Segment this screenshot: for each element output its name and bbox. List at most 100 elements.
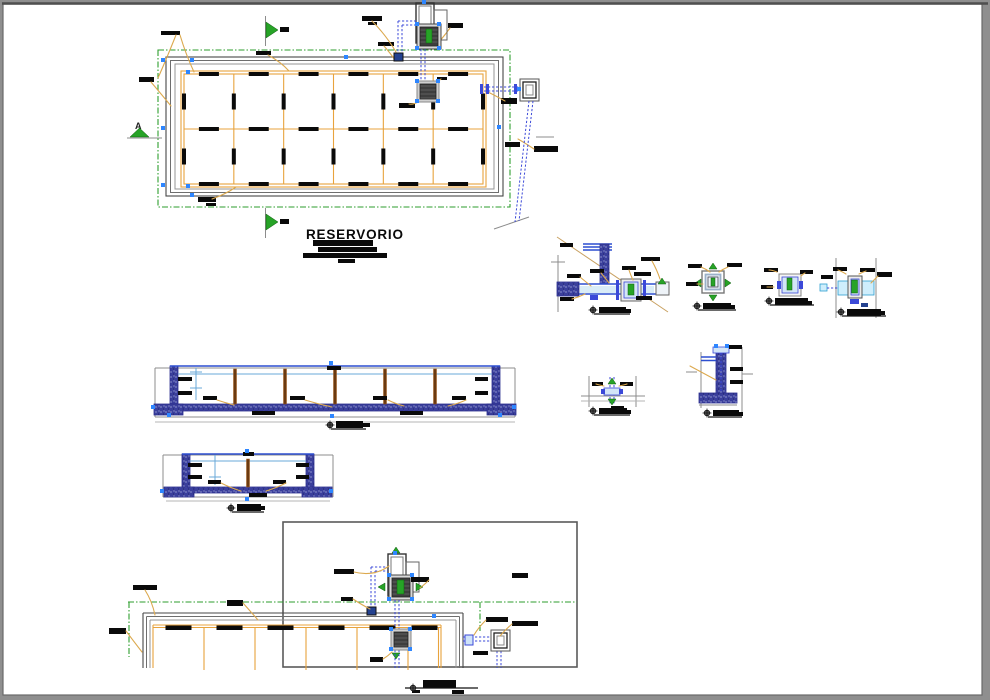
- annotation-bar: [243, 452, 254, 456]
- annotation-bar: [336, 421, 363, 428]
- dimension-node: [186, 70, 190, 74]
- dimension-node: [167, 413, 171, 417]
- annotation-bar: [252, 411, 275, 415]
- rebar-tick: [231, 148, 236, 165]
- leader-line: [371, 20, 397, 53]
- rebar-tick: [331, 93, 336, 110]
- annotation-bar: [370, 657, 383, 662]
- rebar-tick: [381, 148, 386, 165]
- dimension-node: [161, 183, 165, 187]
- dimension-node: [437, 46, 441, 50]
- annotation-bar: [139, 77, 154, 82]
- break-line: [493, 216, 530, 230]
- rebar-tick: [216, 625, 243, 630]
- annotation-bar: [599, 307, 626, 313]
- rebar-tick: [165, 625, 192, 630]
- dimension-node: [415, 46, 419, 50]
- annotation-bar: [206, 203, 216, 206]
- leader-line: [157, 34, 177, 79]
- leader-line: [517, 138, 535, 150]
- leader-line: [150, 81, 172, 107]
- rebar-tick: [448, 72, 469, 76]
- annotation-bar: [806, 301, 812, 305]
- annotation-bar: [303, 253, 387, 258]
- property-boundary-dashed: [157, 49, 511, 208]
- annotation-bar: [877, 272, 892, 277]
- dimension-node: [725, 344, 729, 348]
- leader-line: [837, 269, 847, 275]
- flow-marker-icon: [607, 398, 617, 406]
- annotation-bar: [729, 305, 735, 309]
- annotation-bar: [727, 263, 742, 267]
- dimension-node: [393, 551, 397, 555]
- rebar-tick: [298, 182, 319, 186]
- rebar-tick: [198, 72, 219, 76]
- axis-cross: [551, 255, 565, 269]
- column: [246, 458, 250, 488]
- pipe-node: [819, 283, 828, 292]
- left-wall-hatch: [169, 365, 179, 405]
- annotation-bar: [475, 377, 488, 381]
- leader-line: [628, 269, 634, 281]
- pipe-flange: [514, 84, 517, 94]
- rebar-tick: [281, 93, 286, 110]
- annotation-bar: [800, 270, 813, 274]
- column: [283, 368, 287, 405]
- grid-lines: [203, 627, 409, 670]
- level-dimension: [190, 368, 202, 400]
- annotation-bar: [729, 345, 742, 349]
- outer-wall-line: [165, 56, 504, 197]
- dimension-node: [161, 126, 165, 130]
- sleeve-box: [603, 387, 621, 396]
- valve-box-inner: [393, 631, 409, 648]
- annotation-bar: [703, 303, 731, 309]
- leader-line: [689, 365, 717, 381]
- annotation-bar: [879, 311, 885, 315]
- annotation-bar: [534, 146, 558, 152]
- flow-marker-icon: [657, 277, 667, 285]
- pipe-dashed: [420, 49, 426, 81]
- annotation-bar: [313, 240, 373, 246]
- pipe-dashed: [463, 636, 502, 668]
- pipe-stub: [861, 303, 868, 307]
- rebar-tick: [318, 625, 345, 630]
- base-slab-hatch: [189, 486, 307, 494]
- annotation-bar: [625, 410, 631, 414]
- rebar-tick: [381, 93, 386, 110]
- chamber-mid: [522, 81, 537, 99]
- annotation-bar: [423, 680, 456, 688]
- detail-pipe-crossing: [581, 376, 645, 416]
- right-footing-hatch: [301, 486, 333, 498]
- detail-wall-corner: [686, 344, 753, 418]
- dimension-node: [387, 573, 391, 577]
- dimension-node: [344, 55, 348, 59]
- pipe-flange: [601, 389, 605, 394]
- section-marker-letter: A: [135, 121, 142, 131]
- rebar-tick: [231, 93, 236, 110]
- annotation-bar: [599, 408, 627, 414]
- annotation-bar: [847, 309, 881, 316]
- pipe-flange: [777, 281, 781, 289]
- diagonal-pipe-dashed: [514, 100, 534, 223]
- valve-icon: [425, 28, 433, 44]
- pipe-flange: [799, 281, 803, 289]
- rebar-tick: [198, 182, 219, 186]
- annotation-bar: [178, 377, 192, 381]
- leader-line: [700, 266, 711, 273]
- annotation-bar: [256, 51, 271, 55]
- annotation-bar: [378, 42, 394, 46]
- leader-line: [179, 34, 195, 73]
- leader-line: [618, 383, 628, 387]
- section-b-view: [160, 449, 334, 502]
- annotation-bar: [713, 410, 739, 416]
- rebar-tick: [348, 127, 369, 131]
- section-arrow-label-blob: [280, 27, 289, 32]
- leader-line: [768, 269, 778, 273]
- detail-box-plan: [686, 262, 742, 311]
- annotation-bar: [730, 380, 743, 384]
- annotation-bar: [296, 463, 309, 467]
- section-marker-triangle-icon: [129, 127, 150, 138]
- detail-valve-plan-2: [819, 258, 892, 318]
- slab-edge-outer: [180, 70, 487, 188]
- base-slab-hatch: [177, 403, 493, 412]
